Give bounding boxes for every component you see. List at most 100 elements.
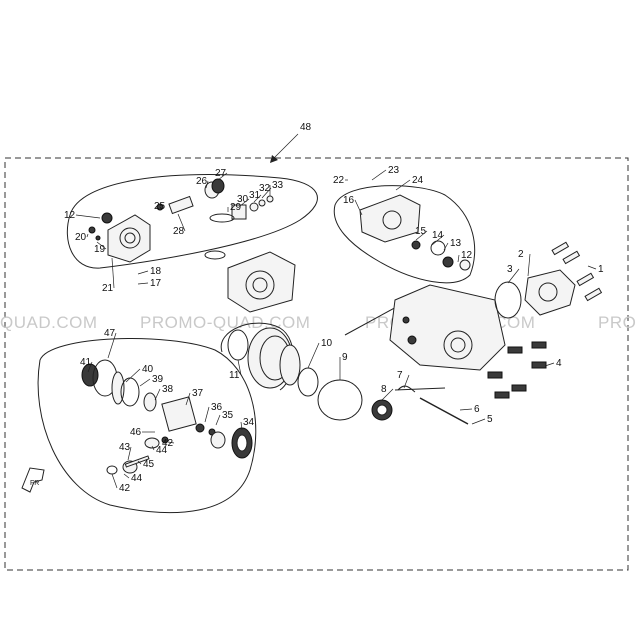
callout-15: 15 bbox=[415, 226, 427, 237]
callout-42: 42 bbox=[119, 483, 131, 494]
callout-25: 25 bbox=[154, 201, 166, 212]
callout-leader bbox=[151, 445, 155, 451]
callout-leader bbox=[307, 342, 320, 369]
callout-27: 27 bbox=[215, 168, 227, 179]
callout-leader bbox=[459, 408, 473, 411]
callout-leader bbox=[139, 378, 151, 387]
callout-leader bbox=[217, 172, 228, 181]
callout-44: 44 bbox=[131, 473, 143, 484]
callout-31: 31 bbox=[249, 190, 261, 201]
callout-45: 45 bbox=[143, 459, 155, 470]
callout-8: 8 bbox=[381, 384, 387, 395]
callout-leader bbox=[544, 362, 555, 367]
callout-leader bbox=[111, 257, 115, 289]
callout-leader bbox=[527, 253, 531, 277]
callout-leader bbox=[471, 418, 486, 425]
callout-leader bbox=[86, 233, 89, 238]
callout-leader bbox=[154, 388, 161, 401]
callout-33: 33 bbox=[272, 180, 284, 191]
callout-23: 23 bbox=[388, 165, 400, 176]
svg-text:FR: FR bbox=[30, 480, 39, 487]
callout-9: 9 bbox=[342, 352, 348, 363]
callout-21: 21 bbox=[102, 283, 114, 294]
callout-10: 10 bbox=[321, 338, 333, 349]
callout-12: 12 bbox=[461, 250, 473, 261]
callout-13: 13 bbox=[450, 238, 462, 249]
callout-18: 18 bbox=[150, 266, 162, 277]
watermark-text: PROMO-QUAD.COM bbox=[140, 313, 310, 332]
callout-37: 37 bbox=[192, 388, 204, 399]
callout-leader bbox=[403, 374, 410, 389]
left-housing-group-outline bbox=[66, 174, 318, 269]
callout-leader bbox=[240, 421, 243, 431]
callout-1: 1 bbox=[598, 264, 604, 275]
callout-leader bbox=[431, 234, 445, 246]
callout-11: 11 bbox=[229, 370, 240, 381]
callout-leader bbox=[185, 392, 191, 406]
callout-leader bbox=[261, 187, 272, 199]
callout-35: 35 bbox=[222, 410, 234, 421]
callout-28: 28 bbox=[173, 226, 185, 237]
callout-leader bbox=[215, 414, 221, 426]
pinion-shaft-assembly bbox=[156, 178, 274, 223]
callout-20: 20 bbox=[75, 232, 87, 243]
assembly-callout: 48 bbox=[270, 122, 312, 163]
watermark-text: PRO bbox=[598, 313, 636, 332]
housing-bolts bbox=[487, 341, 547, 399]
callout-leader bbox=[204, 406, 210, 423]
differential-group-outline bbox=[37, 338, 257, 514]
callout-leader bbox=[123, 473, 130, 479]
callout-22: 22 bbox=[333, 175, 345, 186]
callout-leader bbox=[415, 230, 428, 241]
callout-leader bbox=[75, 214, 101, 219]
callout-3: 3 bbox=[507, 264, 513, 275]
callout-32: 32 bbox=[259, 183, 271, 194]
seal-leader bbox=[394, 387, 446, 391]
callout-30: 30 bbox=[237, 194, 249, 205]
callout-leader bbox=[137, 270, 149, 275]
callout-leader bbox=[177, 213, 186, 232]
callout-36: 36 bbox=[211, 402, 223, 413]
watermark-text: QUAD.COM bbox=[0, 313, 98, 332]
callout-24: 24 bbox=[412, 175, 424, 186]
callout-leader bbox=[507, 268, 520, 284]
callout-leader bbox=[443, 242, 449, 251]
callout-7: 7 bbox=[397, 370, 403, 381]
callout-46: 46 bbox=[130, 427, 142, 438]
callout-leader bbox=[205, 180, 209, 189]
watermark: QUAD.COM PROMO-QUAD.COM PROMO-QUAD.COM P… bbox=[0, 313, 636, 332]
callout-47: 47 bbox=[104, 328, 116, 339]
callout-leader bbox=[237, 359, 242, 376]
callout-leader bbox=[125, 368, 141, 383]
differential-exploded bbox=[81, 359, 253, 475]
callout-44: 44 bbox=[156, 445, 168, 456]
callout-6: 6 bbox=[474, 404, 480, 415]
callout-16: 16 bbox=[343, 195, 355, 206]
callout-42: 42 bbox=[162, 438, 174, 449]
callout-leader bbox=[107, 332, 117, 359]
callout-2: 2 bbox=[518, 249, 524, 260]
front-arrow-icon: FR bbox=[21, 467, 45, 493]
callout-leader bbox=[96, 241, 107, 250]
callout-41: 41 bbox=[80, 357, 92, 368]
callout-43: 43 bbox=[119, 442, 131, 453]
center-gearbox-housing bbox=[204, 250, 296, 313]
callout-leader bbox=[87, 361, 93, 373]
callout-12: 12 bbox=[64, 210, 76, 221]
front-cover-and-bolts bbox=[494, 241, 603, 319]
callout-19: 19 bbox=[94, 244, 106, 255]
callout-48: 48 bbox=[300, 122, 312, 133]
main-housing bbox=[389, 284, 506, 371]
callout-leader bbox=[253, 194, 262, 203]
callout-leader bbox=[111, 473, 118, 489]
callout-4: 4 bbox=[556, 358, 562, 369]
callout-29: 29 bbox=[230, 202, 242, 213]
callout-leader bbox=[239, 198, 250, 207]
callout-leader bbox=[127, 446, 132, 461]
callout-leader bbox=[137, 282, 149, 285]
callout-labels: 1234567891011121213141516171819202122232… bbox=[64, 165, 604, 494]
callout-38: 38 bbox=[162, 384, 174, 395]
assembly-frame bbox=[4, 157, 629, 571]
